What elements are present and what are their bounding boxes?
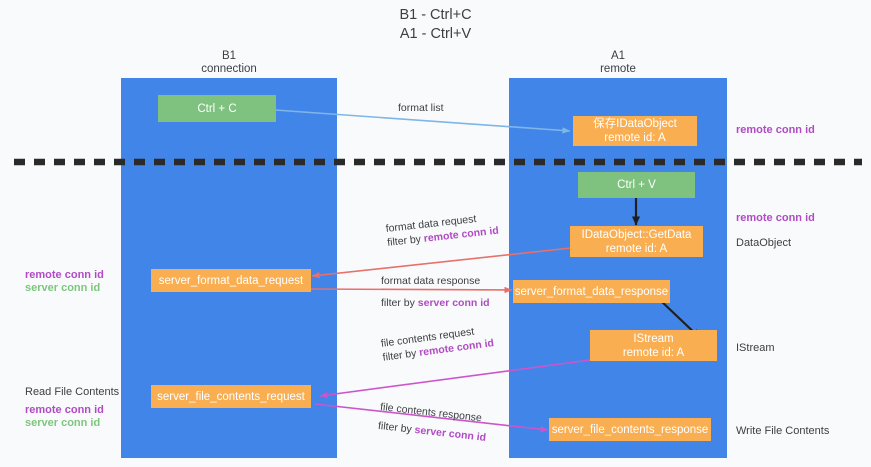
box-idataobject-getdata[interactable]: IDataObject::GetData remote id: A bbox=[570, 226, 703, 257]
box-server-file-contents-response[interactable]: server_file_contents_response bbox=[549, 418, 711, 441]
arrow-format-data-response bbox=[307, 286, 513, 294]
label-format-data-response: format data response bbox=[381, 275, 481, 287]
box-save-idataobject[interactable]: 保存IDataObject remote id: A bbox=[573, 116, 697, 146]
annotation-left-remote-conn-2: remote conn id bbox=[25, 404, 104, 416]
arrow-format-list bbox=[274, 109, 571, 134]
annotation-right-write-file-contents: Write File Contents bbox=[736, 425, 830, 437]
filter-prefix-4: filter by bbox=[377, 419, 416, 436]
box-server-format-data-request[interactable]: server_format_data_request bbox=[151, 269, 311, 292]
box-ctrl-c[interactable]: Ctrl + C bbox=[158, 95, 276, 122]
annotation-right-dataobject: DataObject bbox=[736, 237, 792, 249]
arrow-file-contents-request bbox=[319, 359, 591, 399]
annotation-left-server-conn: server conn id bbox=[25, 282, 101, 294]
box-server-format-data-response[interactable]: server_format_data_response bbox=[513, 280, 670, 303]
filter-key-server-conn-id-1: server conn id bbox=[417, 297, 490, 309]
annotation-left-read-file-contents: Read File Contents bbox=[25, 386, 120, 398]
arrow-format-data-request bbox=[311, 247, 572, 279]
box-istream[interactable]: IStream remote id: A bbox=[590, 330, 717, 361]
filter-prefix-2: filter by bbox=[381, 297, 418, 309]
arrow-file-contents-response bbox=[314, 403, 549, 433]
diagram-title: B1 - Ctrl+C A1 - Ctrl+V bbox=[399, 7, 472, 42]
column-header-a1: A1 remote bbox=[600, 50, 636, 75]
annotation-right-istream: IStream bbox=[736, 342, 775, 354]
label-group-format-data-response: format data response filter by server co… bbox=[381, 274, 490, 310]
annotation-right-remote-conn-top: remote conn id bbox=[736, 124, 815, 136]
annotation-left-server-conn-2: server conn id bbox=[25, 417, 101, 429]
box-server-file-contents-request[interactable]: server_file_contents_request bbox=[151, 385, 311, 408]
annotation-left-remote-conn: remote conn id bbox=[25, 269, 104, 281]
box-ctrl-v[interactable]: Ctrl + V bbox=[578, 172, 695, 198]
column-header-b1: B1 connection bbox=[201, 50, 257, 75]
annotation-right-remote-conn-mid: remote conn id bbox=[736, 212, 815, 224]
label-format-data-response-filter: filter by server conn id bbox=[381, 296, 490, 310]
label-format-list: format list bbox=[398, 102, 444, 114]
